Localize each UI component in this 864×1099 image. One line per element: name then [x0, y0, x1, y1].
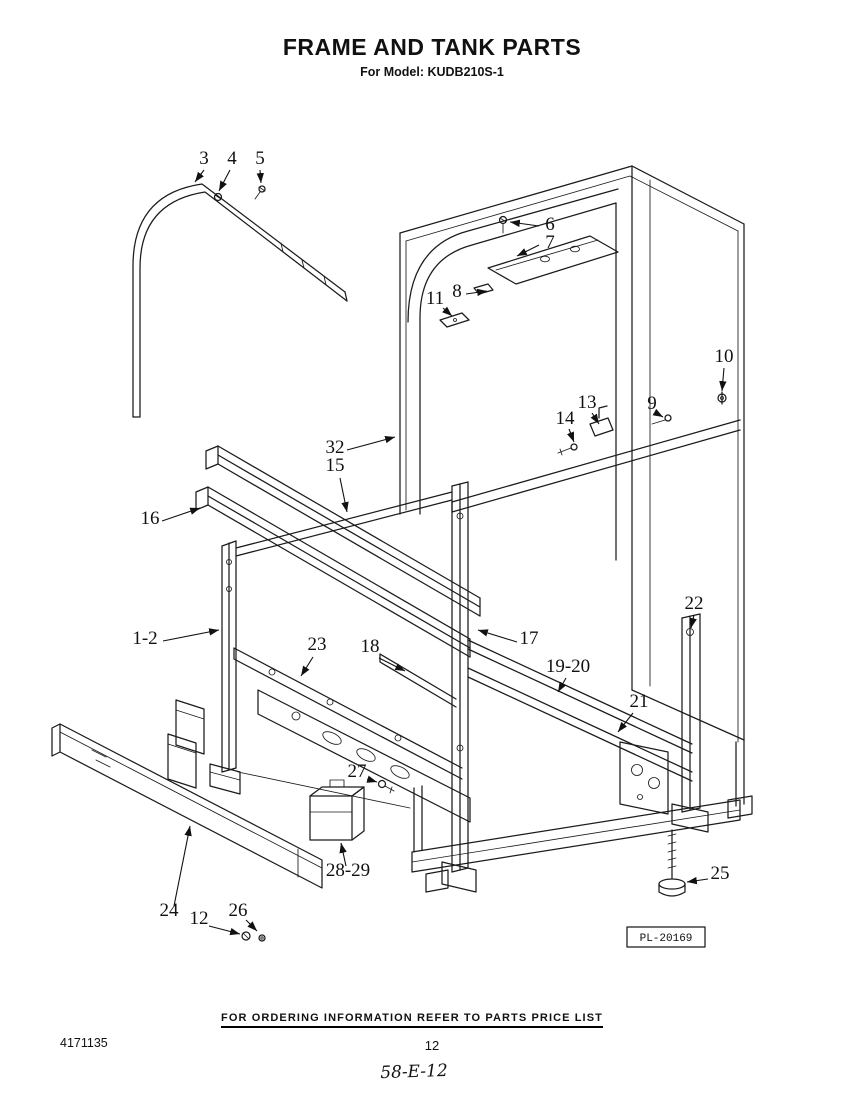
plate-label-box: PL-20169	[626, 926, 706, 948]
callout-10: 10	[715, 346, 734, 367]
callout-1-2: 1-2	[132, 628, 157, 649]
leader-line-11	[442, 306, 453, 317]
frame-left-post	[167, 491, 453, 795]
frame-base-rail	[411, 785, 741, 893]
callout-12: 12	[190, 908, 209, 929]
callout-21: 21	[630, 691, 649, 712]
leader-line-22	[689, 614, 697, 629]
leader-line-4	[218, 169, 231, 192]
callout-23: 23	[308, 634, 327, 655]
frame-right-post-22	[619, 613, 753, 833]
callout-17: 17	[520, 628, 539, 649]
leveling-foot	[658, 829, 686, 897]
leader-line-26	[245, 919, 258, 932]
frame-center-post	[441, 481, 477, 893]
callout-4: 4	[227, 148, 237, 169]
callout-19-20: 19-20	[546, 656, 590, 677]
leader-line-24	[173, 825, 192, 907]
callout-26: 26	[229, 900, 248, 921]
callout-25: 25	[711, 863, 730, 884]
leader-line-28-29	[339, 842, 347, 867]
callout-14: 14	[556, 408, 576, 429]
model-line: For Model: KUDB210S-1	[360, 65, 504, 79]
leader-line-5	[256, 169, 264, 184]
leader-line-14	[566, 428, 575, 443]
callout-24: 24	[160, 900, 180, 921]
callout-32: 32	[326, 437, 345, 458]
leader-line-27	[366, 775, 378, 783]
leader-line-8	[465, 288, 488, 297]
callout-15: 15	[326, 455, 345, 476]
leader-line-7	[516, 244, 540, 257]
page-number: 12	[424, 1038, 440, 1053]
leader-line-19-20	[557, 677, 567, 693]
header: FRAME AND TANK PARTS For Model: KUDB210S…	[0, 34, 864, 79]
leader-line-21	[617, 712, 634, 733]
rear-interior-rail	[451, 391, 741, 513]
leader-line-16	[161, 507, 201, 522]
leader-line-13	[590, 412, 600, 425]
leader-line-32	[346, 436, 396, 451]
leader-line-15	[339, 477, 349, 513]
callout-28-29: 28-29	[326, 860, 370, 881]
callout-27: 27	[348, 761, 367, 782]
leader-line-1-2	[162, 628, 220, 642]
callout-9: 9	[647, 393, 657, 414]
leader-line-17	[477, 629, 518, 643]
callout-7: 7	[545, 232, 555, 253]
callout-5: 5	[255, 148, 265, 169]
frame-right-rails	[467, 639, 693, 782]
callout-3: 3	[199, 148, 209, 169]
channel-rail-16	[195, 486, 471, 658]
document-number: 4171135	[60, 1036, 108, 1050]
callout-22: 22	[685, 593, 704, 614]
frame-base-band	[237, 689, 471, 823]
callout-16: 16	[141, 508, 160, 529]
callout-11: 11	[426, 288, 444, 309]
leader-line-18	[378, 657, 406, 672]
callout-8: 8	[452, 281, 462, 302]
leader-line-9	[652, 408, 664, 418]
ordering-note: FOR ORDERING INFORMATION REFER TO PARTS …	[221, 1012, 603, 1028]
leader-line-23	[300, 656, 314, 677]
channel-rail-15	[205, 445, 481, 617]
footer-note: FOR ORDERING INFORMATION REFER TO PARTS …	[0, 1008, 864, 1028]
callout-6: 6	[545, 214, 555, 235]
junction-box	[309, 779, 395, 841]
callout-18: 18	[361, 636, 380, 657]
leader-line-25	[686, 876, 709, 885]
callout-13: 13	[578, 392, 597, 413]
door-seal-strip	[132, 183, 348, 418]
page-title: FRAME AND TANK PARTS	[282, 34, 582, 60]
plate-label: PL-20169	[640, 933, 693, 945]
leader-line-3	[194, 169, 205, 183]
leader-line-6	[509, 219, 540, 228]
leader-line-12	[208, 925, 241, 936]
leader-line-10	[719, 367, 727, 392]
hinge-plate	[439, 215, 619, 328]
toe-panel	[51, 723, 323, 942]
tank-outline	[399, 165, 745, 743]
